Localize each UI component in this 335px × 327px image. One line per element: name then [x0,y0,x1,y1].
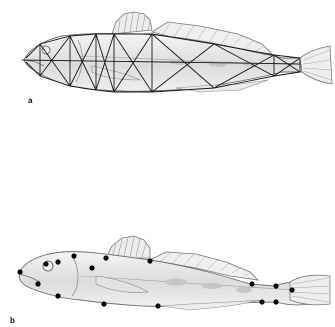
landmark-point [273,299,278,304]
landmark-point [103,255,108,260]
landmark-point [55,293,60,298]
landmark-point [101,301,106,306]
landmark-point [259,299,264,304]
landmark-point [273,283,278,288]
fish-a-first-dorsal-fin [112,12,152,34]
landmark-point [43,261,48,266]
landmark-point [89,265,94,270]
fish-a [22,12,332,92]
landmark-point [71,253,76,258]
landmark-point [35,281,40,286]
fish-b-caudal-fin [290,275,330,305]
landmark-point [289,287,294,292]
landmark-point [147,258,152,263]
fish-a-caudal-fin [300,46,332,84]
panel-label-b: b [10,317,15,325]
panel-label-a: a [28,97,32,105]
landmark-point [17,269,22,274]
landmark-point [155,303,160,308]
fish-b [17,236,330,310]
landmark-point [55,259,60,264]
landmark-point [249,281,254,286]
